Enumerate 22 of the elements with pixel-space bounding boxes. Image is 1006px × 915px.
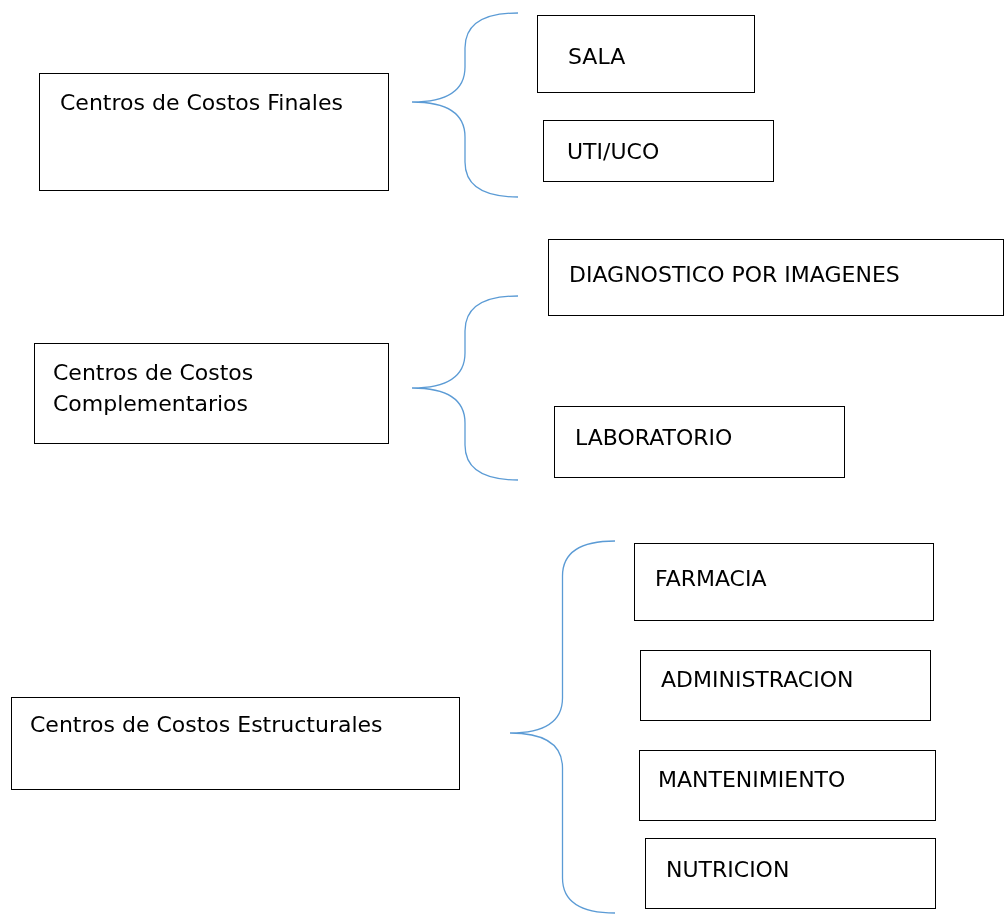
category-box: [634, 543, 934, 621]
box-label: MANTENIMIENTO: [658, 766, 846, 794]
category-box: [640, 650, 931, 721]
box-label: SALA: [568, 43, 626, 71]
category-box: [554, 406, 845, 478]
box-label: Centros de Costos Estructurales: [30, 711, 383, 739]
category-box: [39, 73, 389, 191]
category-box: [34, 343, 389, 444]
box-label: LABORATORIO: [575, 424, 733, 452]
category-box: [645, 838, 936, 909]
category-box: [537, 15, 755, 93]
category-box: [11, 697, 460, 790]
box-label: UTI/UCO: [567, 138, 660, 166]
box-label: NUTRICION: [666, 856, 790, 884]
category-box: [543, 120, 774, 182]
box-label: ADMINISTRACION: [661, 666, 854, 694]
box-label: FARMACIA: [655, 565, 767, 593]
category-box: [639, 750, 936, 821]
category-box: [548, 239, 1004, 316]
box-label: DIAGNOSTICO POR IMAGENES: [569, 261, 900, 289]
box-label: Centros de Costos Finales: [60, 89, 344, 117]
box-label: Centros de Costos Complementarios: [53, 359, 255, 418]
